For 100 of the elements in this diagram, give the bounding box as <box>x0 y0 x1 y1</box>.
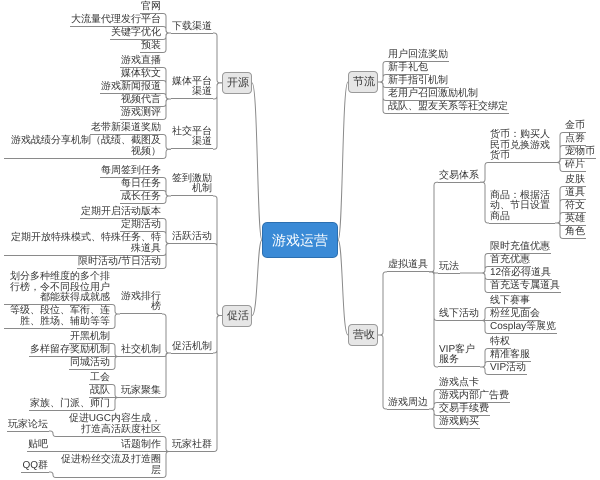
connector-line <box>162 352 172 398</box>
topic-label: 金币 <box>564 121 586 133</box>
topic-label: 线下活动 <box>438 309 480 321</box>
topic-label: 玩家聚集 <box>120 386 162 398</box>
topic-label: 老带新渠道奖励 <box>90 123 162 135</box>
topic-label: 关键字优化 <box>110 28 162 40</box>
connector-line <box>338 240 348 336</box>
connector-line <box>162 243 172 269</box>
topic-label: 货币：购买人民币兑换游戏货币 <box>489 130 555 163</box>
topic-label: 签到激励机制 <box>171 174 213 196</box>
topic-label: 成长任务 <box>120 192 162 204</box>
topic-label: 多样留存奖励机制 <box>29 345 111 357</box>
connector-line <box>212 315 222 452</box>
topic-label: 虚拟道具 <box>387 260 429 272</box>
topic-label: QQ群 <box>21 460 49 472</box>
topic-label: 玩家论坛 <box>7 420 49 432</box>
topic-label: VIP客户服务 <box>438 344 480 367</box>
topic-label: 视频代言 <box>120 95 162 107</box>
topic-label: 游戏点卡 <box>438 378 480 390</box>
topic-label: 首充送专属道具 <box>489 281 561 293</box>
topic-label: 活跃活动 <box>171 232 213 244</box>
topic-label: 促进粉丝交流及打造圈层 <box>58 455 162 478</box>
topic-label: 定期开放特殊模式、特殊任务、特殊道具 <box>4 233 162 256</box>
branch-topic-box: 开源 <box>222 72 252 94</box>
topic-label: 线下赛事 <box>489 296 531 308</box>
topic-label: 老用户召回激励机制 <box>387 89 479 101</box>
topic-label: 交易手续费 <box>438 404 490 416</box>
topic-label: 社交机制 <box>120 345 162 357</box>
connector-line <box>480 366 490 375</box>
topic-label: 游戏新闻报道 <box>100 82 162 94</box>
connector-line <box>378 82 388 114</box>
connector-line <box>252 82 262 240</box>
connector-line <box>252 240 262 316</box>
topic-label: 游戏内部广告费 <box>438 391 510 403</box>
topic-label: 战队 <box>89 386 111 398</box>
topic-label: 大流量代理发行平台 <box>70 15 162 27</box>
connector-line <box>554 162 564 172</box>
branch-topic-box: 节流 <box>348 71 378 93</box>
topic-label: 战队、盟友关系等社交绑定 <box>387 102 509 114</box>
topic-label: 促活机制 <box>171 342 213 354</box>
connector-line <box>212 82 222 150</box>
topic-label: VIP活动 <box>489 363 528 375</box>
topic-label: 精准客服 <box>489 350 531 362</box>
topic-label: 道具 <box>564 188 586 200</box>
topic-label: 符文 <box>564 201 586 213</box>
topic-label: 媒体软文 <box>120 69 162 81</box>
topic-label: 新手礼包 <box>387 63 429 75</box>
topic-label: 话题制作 <box>120 440 162 452</box>
topic-label: 新手指引机制 <box>387 76 449 88</box>
connector-line <box>162 98 172 120</box>
topic-label: 工会 <box>89 373 111 385</box>
topic-label: 官网 <box>140 2 162 14</box>
topic-label: 角色 <box>564 227 586 239</box>
connector-line <box>110 356 120 370</box>
topic-label: 特权 <box>489 337 511 349</box>
topic-label: 家族、门派、师门 <box>29 399 111 411</box>
topic-label: 英雄 <box>564 214 586 226</box>
connector-line <box>162 451 172 478</box>
connector-line <box>110 314 120 329</box>
topic-label: 游戏排行榜 <box>120 292 162 314</box>
connector-line <box>480 162 490 183</box>
topic-label: 社交平台渠道 <box>171 126 213 150</box>
connector-line <box>162 134 172 150</box>
connector-line <box>554 222 564 239</box>
topic-label: 玩家社群 <box>171 440 213 452</box>
topic-label: 玩法 <box>438 262 460 274</box>
topic-label: 游戏战绩分享机制（战绩、截图及视频） <box>4 136 162 158</box>
central-topic-box: 游戏运营 <box>262 222 338 258</box>
topic-label: 游戏购买 <box>438 417 480 429</box>
topic-label: 宠物币 <box>564 147 596 159</box>
connector-line <box>162 32 172 53</box>
connector-line <box>162 196 172 204</box>
connector-line <box>48 472 58 478</box>
topic-label: 限时充值优惠 <box>489 242 551 254</box>
connector-line <box>378 334 388 410</box>
topic-label: 开黑机制 <box>69 332 111 344</box>
topic-label: 定期开启活动版本 <box>80 207 162 219</box>
connector-line <box>48 430 58 437</box>
topic-label: 同城活动 <box>69 358 111 370</box>
topic-label: Cosplay等展览 <box>489 322 558 334</box>
topic-label: 等级、段位、军衔、连胜、胜场、辅助等等 <box>4 306 111 328</box>
connector-line <box>48 451 120 452</box>
topic-label: 粉丝见面会 <box>489 309 541 321</box>
connector-line <box>460 272 490 293</box>
topic-label: 媒体平台渠道 <box>171 76 213 99</box>
branch-topic-box: 营收 <box>348 324 378 346</box>
branch-topic-box: 促活 <box>222 304 252 326</box>
topic-label: 限时活动/节日活动 <box>77 257 162 269</box>
topic-label: 游戏直播 <box>120 56 162 68</box>
topic-label: 划分多种维度的多个排行榜，令不同段位用户都能获得成就感 <box>4 272 111 305</box>
topic-label: 定期活动 <box>120 220 162 232</box>
topic-label: 交易体系 <box>438 170 480 183</box>
topic-label: 用户回流奖励 <box>387 50 449 62</box>
connector-line <box>428 271 438 368</box>
topic-label: 游戏周边 <box>387 398 429 410</box>
topic-label: 预装 <box>140 41 162 53</box>
connector-line <box>480 320 490 334</box>
connector-line <box>428 408 438 429</box>
topic-label: 皮肤 <box>564 175 586 187</box>
topic-label: 每日任务 <box>120 179 162 191</box>
